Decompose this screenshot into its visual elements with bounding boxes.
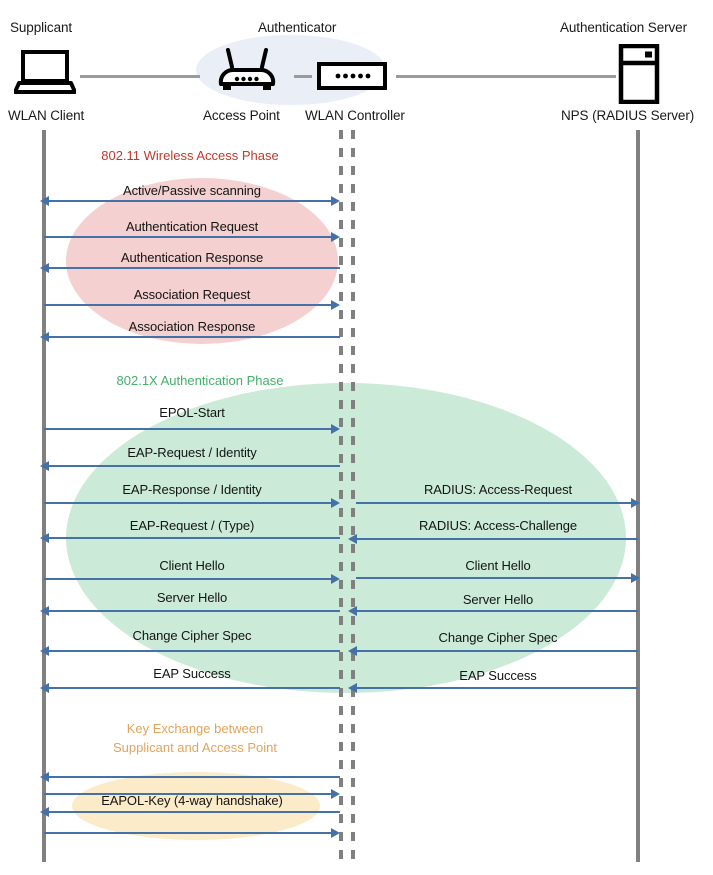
message-label: Client Hello — [465, 558, 531, 573]
arrow-head-right-icon — [331, 574, 340, 584]
message-line — [48, 465, 340, 467]
message-line — [48, 336, 340, 338]
arrow-head-left-icon — [40, 533, 49, 543]
arrow-head-left-icon — [348, 646, 357, 656]
message-label: Association Request — [133, 287, 251, 302]
message-line — [48, 610, 340, 612]
wire-controller-to-server — [396, 75, 616, 78]
message-line — [48, 267, 340, 269]
message-label: EAPOL-Key (4-way handshake) — [101, 793, 283, 808]
arrow-head-right-icon — [331, 424, 340, 434]
message-line — [356, 502, 636, 504]
message-label: Server Hello — [462, 592, 534, 607]
actor-device-wlan-controller: WLAN Controller — [305, 108, 405, 123]
phase-title-802-1x: 802.1X Authentication Phase — [116, 373, 284, 388]
lifeline-wlan-controller — [351, 130, 355, 862]
message-line — [48, 200, 336, 202]
message-label: EPOL-Start — [159, 405, 225, 420]
message-line — [356, 610, 638, 612]
message-line — [356, 577, 636, 579]
arrow-head-left-icon — [40, 683, 49, 693]
message-label: Association Response — [128, 319, 256, 334]
message-line — [356, 650, 638, 652]
access-point-icon — [215, 48, 279, 99]
message-label: EAP-Response / Identity — [122, 482, 262, 497]
message-label: EAP Success — [459, 668, 537, 683]
arrow-head-right-icon — [331, 300, 340, 310]
arrow-head-right-icon — [331, 196, 340, 206]
message-line — [356, 687, 638, 689]
message-label: Change Cipher Spec — [438, 630, 558, 645]
arrow-head-right-icon — [331, 498, 340, 508]
message-label: RADIUS: Access-Request — [423, 482, 573, 497]
actor-role-authentication-server: Authentication Server — [560, 20, 687, 35]
message-label: RADIUS: Access-Challenge — [419, 518, 577, 533]
wlan-controller-icon — [317, 62, 387, 95]
message-label: EAP-Request / Identity — [127, 445, 257, 460]
message-label: Authentication Request — [125, 219, 259, 234]
arrow-head-right-icon — [631, 498, 640, 508]
arrow-head-left-icon — [348, 534, 357, 544]
arrow-head-left-icon — [40, 807, 49, 817]
message-label: Client Hello — [159, 558, 225, 573]
message-label: Server Hello — [156, 590, 228, 605]
arrow-head-right-icon — [331, 232, 340, 242]
phase-title-key-exchange: Key Exchange between Supplicant and Acce… — [112, 721, 278, 755]
arrow-head-left-icon — [40, 196, 49, 206]
message-line — [48, 687, 340, 689]
arrow-head-left-icon — [40, 263, 49, 273]
message-label: EAP-Request / (Type) — [129, 518, 255, 533]
message-line — [44, 578, 336, 580]
phase-title-802-11: 802.11 Wireless Access Phase — [101, 148, 279, 163]
lifeline-supplicant — [42, 130, 46, 862]
arrow-head-right-icon — [331, 789, 340, 799]
phase-key-exchange-highlight — [72, 772, 320, 840]
actor-device-access-point: Access Point — [203, 108, 280, 123]
message-label: Active/Passive scanning — [123, 183, 261, 198]
arrow-head-left-icon — [348, 683, 357, 693]
message-line — [44, 832, 336, 834]
message-label: Change Cipher Spec — [132, 628, 252, 643]
arrow-head-left-icon — [348, 606, 357, 616]
message-line — [44, 304, 336, 306]
message-label: EAP Success — [153, 666, 231, 681]
arrow-head-left-icon — [40, 646, 49, 656]
message-line — [48, 650, 340, 652]
arrow-head-right-icon — [631, 573, 640, 583]
actor-role-authenticator: Authenticator — [258, 20, 337, 35]
message-label: Authentication Response — [120, 250, 264, 265]
actor-device-wlan-client: WLAN Client — [8, 108, 85, 123]
message-line — [44, 428, 336, 430]
arrow-head-left-icon — [40, 332, 49, 342]
message-line — [44, 502, 336, 504]
lifeline-authentication-server — [636, 130, 640, 862]
arrow-head-left-icon — [40, 772, 49, 782]
lifeline-access-point — [339, 130, 343, 862]
arrow-head-left-icon — [40, 606, 49, 616]
server-icon — [618, 43, 660, 109]
actor-device-nps-radius-server: NPS (RADIUS Server) — [561, 108, 695, 123]
message-line — [44, 236, 336, 238]
message-line — [48, 811, 340, 813]
wire-ap-to-controller — [294, 75, 312, 78]
message-line — [48, 776, 340, 778]
wire-client-to-ap — [80, 75, 200, 78]
laptop-icon — [13, 50, 77, 99]
message-line — [44, 793, 336, 795]
message-line — [356, 538, 638, 540]
arrow-head-right-icon — [331, 828, 340, 838]
message-line — [48, 537, 340, 539]
arrow-head-left-icon — [40, 461, 49, 471]
actor-role-supplicant: Supplicant — [10, 20, 73, 35]
phase-802-11-highlight — [66, 178, 338, 344]
